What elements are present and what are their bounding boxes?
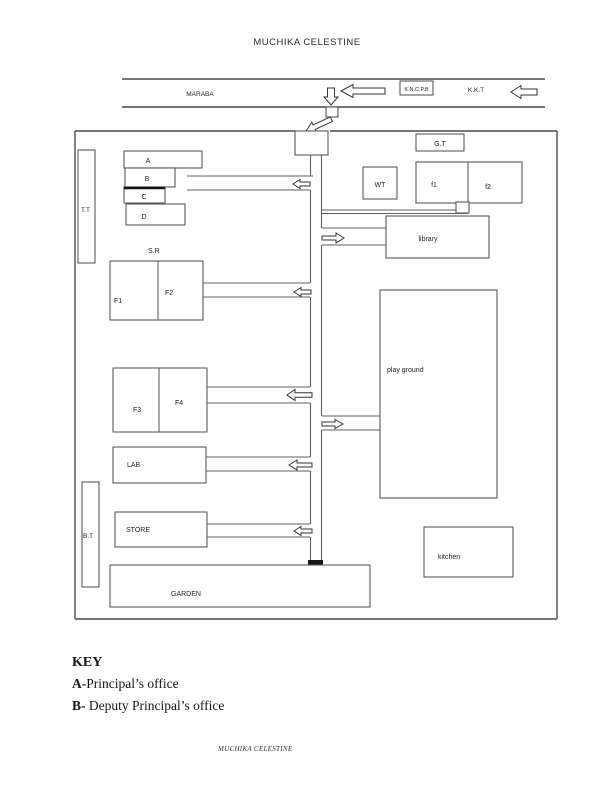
- wt-box: [362, 166, 398, 200]
- corridor-store-left-arrow-icon: [293, 525, 313, 537]
- kncpb-sign-label: K.N.C.P.B: [404, 87, 429, 93]
- kitchen-label: kitchen: [438, 554, 460, 561]
- key-heading: KEY: [72, 655, 102, 670]
- d-box: [125, 203, 186, 226]
- corridor-admin-left-arrow-icon: [292, 178, 311, 190]
- c-label: C: [141, 194, 146, 201]
- lab-label: LAB: [127, 462, 141, 469]
- tt-box: [77, 149, 96, 264]
- kitchen-box: [423, 526, 514, 578]
- page-title: MUCHIKA CELESTINE: [253, 37, 360, 48]
- building-library: library: [385, 215, 490, 259]
- building-wt: WT: [362, 166, 398, 200]
- gt-box: [415, 133, 465, 152]
- library-walkway: [322, 201, 470, 215]
- key-entry-a-text: Principal’s office: [86, 676, 178, 691]
- building-bt: B.T: [81, 481, 100, 588]
- building-store: STORE: [114, 511, 208, 548]
- kncpb-sign-box: [399, 80, 434, 96]
- building-f1-f2: F1 F2: [109, 260, 204, 321]
- road-right-left-arrow-icon: [510, 84, 538, 100]
- corridor-lab-left-arrow-icon: [288, 459, 313, 471]
- store-label: STORE: [126, 527, 150, 534]
- f1-label: f1: [431, 182, 437, 189]
- bt-label: B.T: [83, 533, 93, 540]
- corridor-playground: [321, 415, 380, 431]
- d-label: D: [141, 214, 146, 221]
- building-c: C: [123, 186, 166, 204]
- corridor-library-right-arrow-icon: [321, 232, 345, 244]
- building-gt: G.T: [415, 133, 465, 152]
- f4-label: F4: [175, 400, 183, 407]
- a-box: [123, 150, 203, 169]
- building-f3-f4: F3 F4: [112, 367, 208, 433]
- f3-label: F3: [133, 407, 141, 414]
- corridor-admin: [187, 175, 313, 191]
- building-f1-f2-lower: f1 f2: [415, 161, 523, 204]
- a-label: A: [146, 158, 151, 165]
- wt-label: WT: [375, 182, 387, 189]
- b-box: [124, 167, 176, 188]
- corridor-lab: [206, 456, 313, 472]
- gate-house-box: [294, 130, 329, 156]
- f1f2-box: [109, 260, 204, 321]
- page-header: MUCHIKA CELESTINE: [253, 37, 360, 48]
- gate: [294, 106, 339, 156]
- kkt-label: K.K.T: [468, 87, 484, 94]
- key-entry-b-prefix: B-: [72, 698, 86, 713]
- corridor-f4-left-arrow-icon: [286, 388, 313, 402]
- page-footer: MUCHIKA CELESTINE: [217, 745, 293, 753]
- corridor-end-mark: [308, 560, 323, 565]
- key-entry-b: B- Deputy Principal’s office: [72, 698, 224, 713]
- playground-label: play ground: [387, 367, 424, 374]
- school-compound-boundary: [74, 130, 558, 620]
- road-name-label: MARABA: [186, 91, 214, 98]
- playground-box: [379, 289, 498, 499]
- library-box: [385, 215, 490, 259]
- f3f4-box: [112, 367, 208, 433]
- building-b: B: [124, 167, 176, 188]
- corridor-playground-right-arrow-icon: [321, 418, 345, 430]
- key-entry-b-text: Deputy Principal’s office: [86, 698, 225, 713]
- playground: play ground: [379, 289, 498, 499]
- garden: GARDEN: [109, 564, 371, 608]
- sr-label: S.R: [148, 248, 160, 255]
- road-left-arrow-icon: [339, 83, 386, 99]
- bt-box: [81, 481, 100, 588]
- corridor-f4: [207, 386, 313, 404]
- b-label: B: [145, 176, 150, 183]
- f1f2-library-connector-box: [455, 201, 470, 214]
- garden-box: [109, 564, 371, 608]
- f2-label: f2: [485, 184, 491, 191]
- garden-label: GARDEN: [171, 591, 201, 598]
- f1f2-lower-box: [415, 161, 523, 204]
- building-d: D: [125, 203, 186, 226]
- key-entry-a-prefix: A-: [72, 676, 86, 691]
- f2-cap-label: F2: [165, 290, 173, 297]
- gt-label: G.T: [434, 141, 446, 148]
- f1-cap-label: F1: [114, 298, 122, 305]
- tt-label: T.T: [81, 207, 90, 214]
- central-corridor: [308, 155, 323, 565]
- map-key: KEY A-Principal’s office B- Deputy Princ…: [72, 655, 224, 713]
- gate-down-arrow-icon: [322, 87, 340, 106]
- gate-post-box: [325, 106, 339, 118]
- corridor-f2: [203, 282, 312, 298]
- building-tt: T.T: [77, 149, 96, 264]
- road: MARABA K.N.C.P.B K.K.T: [122, 78, 545, 108]
- key-entry-a: A-Principal’s office: [72, 676, 179, 691]
- corridor-library: [321, 227, 386, 246]
- footer-text: MUCHIKA CELESTINE: [217, 745, 293, 753]
- store-box: [114, 511, 208, 548]
- library-label: library: [418, 236, 438, 243]
- kncpb-sign: K.N.C.P.B: [399, 80, 434, 96]
- corridor-f2-left-arrow-icon: [293, 286, 312, 298]
- lab-box: [112, 446, 207, 484]
- building-lab: LAB: [112, 446, 207, 484]
- building-kitchen: kitchen: [423, 526, 514, 578]
- corridor-store: [207, 523, 313, 538]
- building-a: A: [123, 150, 203, 169]
